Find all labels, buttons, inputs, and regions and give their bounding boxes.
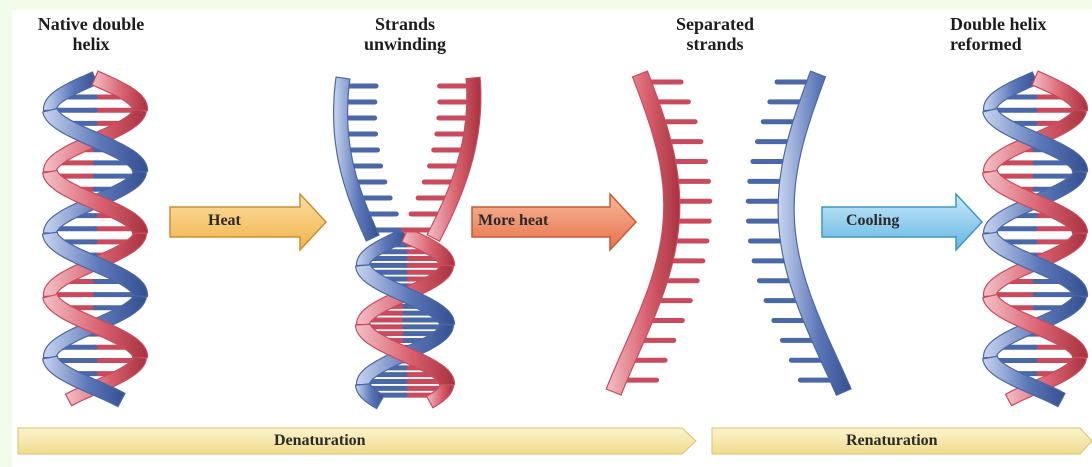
stage-label-unwinding: Strands unwinding — [330, 14, 480, 54]
cooling-label: Cooling — [846, 212, 899, 230]
native-helix — [43, 71, 148, 407]
reformed-helix — [983, 71, 1088, 407]
heat-label: Heat — [208, 212, 241, 230]
more-heat-label: More heat — [478, 212, 548, 230]
strand-segment-front — [1032, 71, 1088, 111]
renaturation-label: Renaturation — [846, 432, 938, 450]
strand-segment-front — [92, 71, 148, 111]
stage-label-reformed: Double helix reformed — [950, 14, 1092, 54]
denaturation-label: Denaturation — [274, 432, 366, 450]
strand-segment-back — [984, 72, 1038, 111]
separated-strands — [606, 71, 851, 395]
stage-label-native: Native double helix — [16, 14, 166, 54]
heat-arrow — [170, 194, 326, 250]
stage-label-separated: Separated strands — [640, 14, 790, 54]
strand-segment-back — [44, 72, 98, 111]
unwinding-helix — [334, 77, 481, 409]
